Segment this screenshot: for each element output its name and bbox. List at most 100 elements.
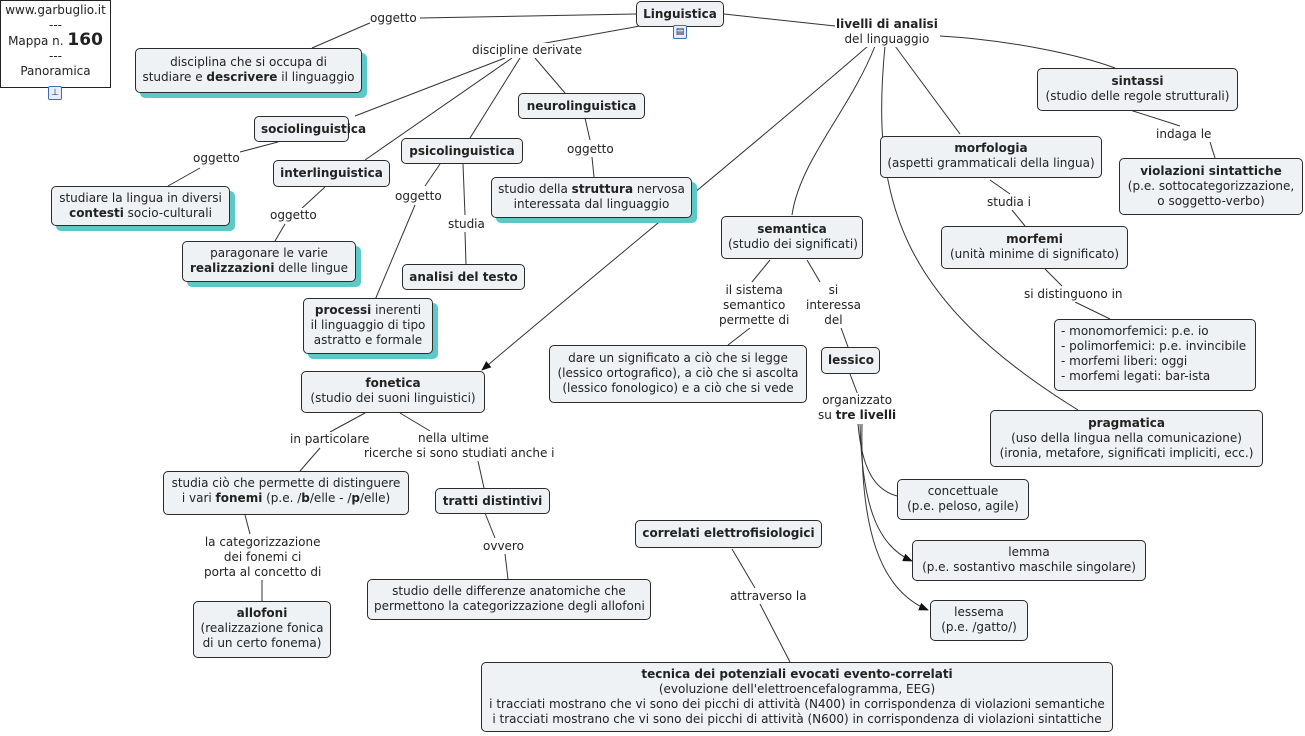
text-line: realizzazioni delle lingue <box>189 261 349 276</box>
text-part: i vari <box>181 491 216 505</box>
label-studia: studia <box>448 217 485 232</box>
text-part: /elle) <box>359 491 391 505</box>
text-line: (evoluzione dell'elettroencefalogramma, … <box>658 682 936 696</box>
text-line: (realizzazione fonica <box>200 621 324 635</box>
label-line: su tre livelli <box>818 408 896 423</box>
map-number-line: Mappa n. 160 <box>1 32 110 49</box>
node-subtitle: (studio delle regole strutturali) <box>1045 89 1230 103</box>
map-info-box: www.garbuglio.it --- Mappa n. 160 --- Pa… <box>0 0 111 88</box>
text-line: astratto e formale <box>313 333 423 347</box>
text-line: (ironia, metafore, significati impliciti… <box>999 446 1254 460</box>
node-subtitle: (studio dei significati) <box>728 237 858 251</box>
node-analisi-testo[interactable]: analisi del testo <box>402 264 525 290</box>
document-icon[interactable]: ▤ <box>673 25 687 39</box>
node-linguistica[interactable]: Linguistica <box>636 1 724 27</box>
text-line: studio delle differenze anatomiche che <box>392 584 626 598</box>
node-morfemi[interactable]: morfemi (unità minime di significato) <box>941 226 1128 269</box>
node-psicolinguistica[interactable]: psicolinguistica <box>401 138 523 164</box>
node-title: tecnica dei potenziali evocati evento-co… <box>641 667 953 681</box>
label-attraverso: attraverso la <box>730 589 807 604</box>
text-line: contesti socio-culturali <box>58 206 223 221</box>
list-item: - morfemi liberi: oggi <box>1061 354 1188 368</box>
node-tecnica: tecnica dei potenziali evocati evento-co… <box>481 662 1113 732</box>
label-line: del linguaggio <box>844 32 930 46</box>
list-item: - morfemi legati: bar-ista <box>1061 369 1211 383</box>
label-discipline-derivate: discipline derivate <box>472 43 583 58</box>
text-bold: fonemi <box>215 491 263 505</box>
node-title: fonetica <box>365 376 421 390</box>
node-psico-oggetto: processi inerenti il linguaggio di tipo … <box>303 298 433 354</box>
node-neuro-oggetto: studio della struttura nervosa interessa… <box>491 177 692 218</box>
node-sintassi[interactable]: sintassi (studio delle regole struttural… <box>1037 68 1238 111</box>
label-line: la categorizzazione <box>204 535 321 549</box>
text-part: (p.e. / <box>262 491 302 505</box>
text-part: inerenti <box>371 303 422 317</box>
text-line: paragonare le varie <box>210 246 328 260</box>
node-title: sintassi <box>1111 74 1164 88</box>
label-line: ricerche si sono studiati anche i <box>364 446 555 460</box>
node-tratti-distintivi[interactable]: tratti distintivi <box>435 488 550 514</box>
label-nella-ultime: nella ultime <box>418 431 489 446</box>
hierarchy-icon[interactable]: ⊥ <box>48 86 62 100</box>
map-prefix: Mappa n. <box>8 34 64 48</box>
text-part: il linguaggio <box>277 70 355 84</box>
text-line: (p.e. peloso, agile) <box>907 499 1019 513</box>
text-line: studiare e descrivere il linguaggio <box>142 70 355 85</box>
label-bold: tre livelli <box>835 408 897 422</box>
node-violazioni: violazioni sintattiche (p.e. sottocatego… <box>1119 158 1303 215</box>
label-line: si <box>828 283 839 297</box>
node-interlinguistica[interactable]: interlinguistica <box>273 160 390 187</box>
node-lessema: lessema (p.e. /gatto/) <box>930 600 1028 641</box>
node-significato: dare un significato a ciò che si legge (… <box>549 345 807 403</box>
text-bold: p <box>351 491 360 505</box>
text-bold: b <box>301 491 310 505</box>
text-part: delle lingue <box>274 261 348 275</box>
node-correlati[interactable]: correlati elettrofisiologici <box>635 520 822 548</box>
node-label: correlati elettrofisiologici <box>642 526 815 540</box>
label-oggetto-psico: oggetto <box>395 189 442 204</box>
text-line: concettuale <box>927 484 999 498</box>
label-livelli: livelli di analisi del linguaggio <box>836 17 938 47</box>
text-line: i tracciati mostrano che vi sono dei pic… <box>489 697 1105 711</box>
label-oggetto-neuro: oggetto <box>567 142 614 157</box>
text-line: interessata dal linguaggio <box>513 197 670 211</box>
label-line: nella ultime <box>418 431 489 445</box>
node-semantica[interactable]: semantica (studio dei significati) <box>721 216 863 259</box>
text-line: di un certo fonema) <box>202 636 322 650</box>
node-fonetica[interactable]: fonetica (studio dei suoni linguistici) <box>301 371 485 413</box>
node-title: violazioni sintattiche <box>1140 164 1282 178</box>
node-morfologia[interactable]: morfologia (aspetti grammaticali della l… <box>880 136 1102 178</box>
text-line: studio della struttura nervosa <box>498 182 685 197</box>
text-line: studia ciò che permette di distinguere <box>171 476 401 490</box>
node-pragmatica[interactable]: pragmatica (uso della lingua nella comun… <box>990 410 1263 467</box>
node-disciplina: disciplina che si occupa di studiare e d… <box>135 48 362 93</box>
node-title: allofoni <box>236 606 288 620</box>
text-line: disciplina che si occupa di <box>170 55 327 69</box>
text-bold: descrivere <box>206 70 278 84</box>
site-url[interactable]: www.garbuglio.it <box>5 3 106 17</box>
text-part: studiare e <box>142 70 207 84</box>
label-line: semantico <box>723 298 786 312</box>
label-ovvero: ovvero <box>483 539 524 554</box>
node-fonemi: studia ciò che permette di distinguere i… <box>163 471 409 515</box>
text-line: lemma <box>1008 545 1050 559</box>
label-line: permette di <box>719 313 790 327</box>
label-line: interessa <box>806 298 861 312</box>
node-sociolinguistica[interactable]: sociolinguistica <box>254 116 366 142</box>
text-line: processi inerenti <box>310 303 426 318</box>
node-lessico[interactable]: lessico <box>821 347 880 374</box>
node-tratti-oggetto: studio delle differenze anatomiche che p… <box>367 579 651 620</box>
text-line: studiare la lingua in diversi <box>59 191 222 205</box>
list-item: - polimorfemici: p.e. invincibile <box>1061 339 1247 353</box>
node-neurolinguistica[interactable]: neurolinguistica <box>518 93 645 119</box>
separator: --- <box>49 18 62 32</box>
label-line: organizzato <box>822 393 893 407</box>
text-line: o soggetto-verbo) <box>1157 194 1265 208</box>
label-oggetto-socio: oggetto <box>193 151 240 166</box>
label-indaga: indaga le <box>1156 127 1212 142</box>
label-line: porta al concetto di <box>204 565 322 579</box>
label-ricerche: ricerche si sono studiati anche i <box>364 446 555 461</box>
node-label: neurolinguistica <box>526 99 637 113</box>
node-allofoni[interactable]: allofoni (realizzazione fonica di un cer… <box>193 601 331 658</box>
text-line: il linguaggio di tipo <box>310 318 426 332</box>
